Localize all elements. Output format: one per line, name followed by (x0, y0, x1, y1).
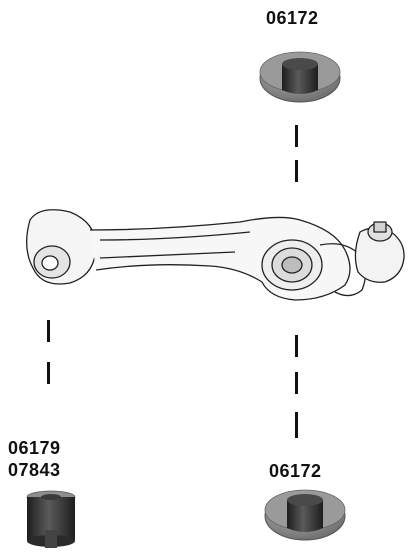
bottom-left-bushing (27, 491, 75, 548)
top-bushing (260, 52, 340, 102)
bottom-right-bushing (265, 490, 345, 540)
control-arm (27, 210, 404, 300)
